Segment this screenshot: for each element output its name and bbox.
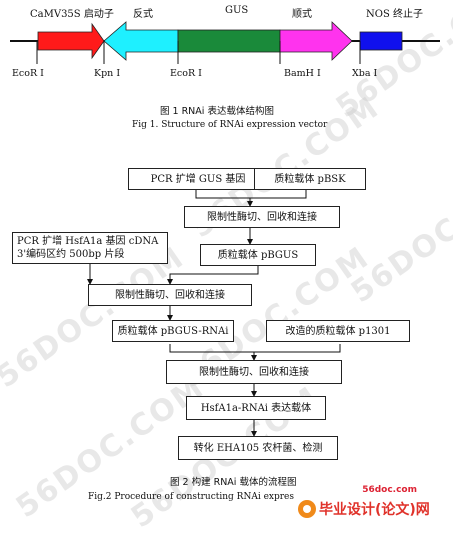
figure2-caption-cn: 图 2 构建 RNAi 载体的流程图 (170, 477, 297, 488)
modified-p1301-box: 改造的质粒载体 p1301 (266, 320, 410, 342)
step2-digest-box: 限制性酶切、回收和连接 (88, 284, 252, 306)
sense-arrow (279, 21, 353, 61)
segment-label-antisense: 反式 (133, 9, 153, 20)
figure1-caption-cn: 图 1 RNAi 表达载体结构图 (160, 106, 274, 117)
logo-url: 56doc.com (362, 485, 417, 495)
pcr-gus-box: PCR 扩增 GUS 基因 (128, 168, 268, 190)
step1-digest-box: 限制性酶切、回收和连接 (184, 206, 340, 228)
connector (167, 266, 259, 285)
figure2-caption-en: Fig.2 Procedure of constructing RNAi exp… (88, 492, 294, 502)
segment-label-terminator: NOS 终止子 (366, 9, 423, 20)
logo-icon (298, 500, 316, 518)
plasmid-pbsk-box: 质粒载体 pBSK (254, 168, 366, 190)
plasmid-pbgus-box: 质粒载体 pBGUS (200, 244, 316, 266)
figure1-caption-en: Fig 1. Structure of RNAi expression vect… (132, 120, 328, 130)
logo-brand: 毕业设计(论文)网 (319, 502, 430, 518)
antisense-arrow (103, 21, 179, 61)
connector (195, 190, 307, 199)
pcr-hsf-box: PCR 扩增 HsfA1a 基因 cDNA 3'编码区约 500bp 片段 (12, 232, 168, 264)
site-label-kpni: Kpn Ⅰ (94, 68, 121, 79)
promoter-arrow (37, 22, 105, 60)
plasmid-pbgus-rnai-box: 质粒载体 pBGUS-RNAi (112, 320, 234, 342)
hsf-rnai-vector-box: HsfA1a-RNAi 表达载体 (186, 396, 326, 420)
site-label-ecori: EcoR Ⅰ (12, 68, 44, 79)
pcr-hsf-line1: PCR 扩增 HsfA1a 基因 cDNA (17, 236, 159, 247)
transform-box: 转化 EHA105 农杆菌、检测 (178, 436, 338, 460)
segment-label-gus: GUS (225, 5, 249, 16)
site-label-ecori: EcoR Ⅰ (170, 68, 202, 79)
segment-label-sense: 顺式 (292, 9, 312, 20)
step3-digest-box: 限制性酶切、回收和连接 (166, 360, 342, 384)
site-logo: 56doc.com 毕业设计(论文)网 (297, 485, 447, 523)
site-label-bamhi: BamH Ⅰ (284, 68, 321, 79)
pcr-hsf-line2: 3'编码区约 500bp 片段 (17, 249, 125, 260)
site-label-xbai: Xba Ⅰ (352, 68, 378, 79)
connector (169, 344, 341, 353)
vector-map (10, 21, 440, 64)
segment-label-promoter: CaMV35S 启动子 (30, 9, 114, 20)
